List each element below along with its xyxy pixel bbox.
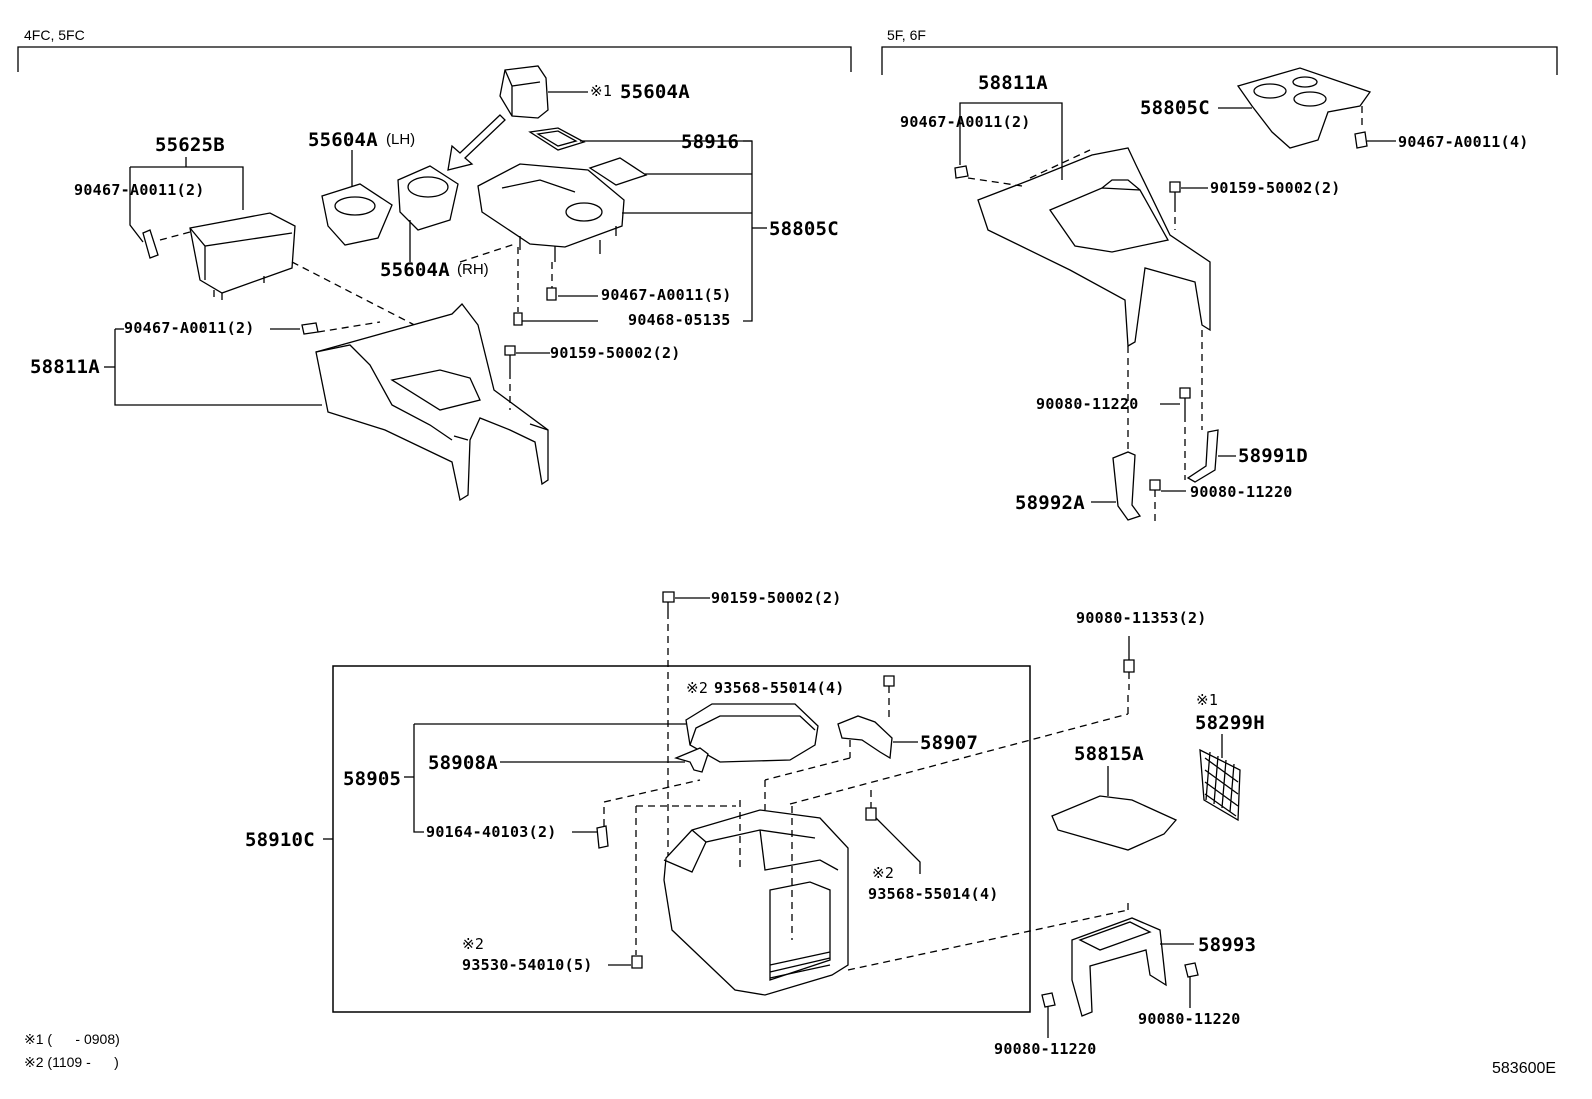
tray-55625B-shape: [190, 213, 295, 300]
group-title-5f-6f: 5F, 6F: [887, 27, 926, 43]
fastener-label-93568-55014-lower: 93568-55014(4): [868, 885, 999, 903]
part-suffix-rh: (RH): [457, 261, 489, 278]
fastener-label-90080-11220-right-lower: 90080-11220: [1138, 1010, 1241, 1028]
fastener-label-90468-05135: 90468-05135: [628, 311, 731, 329]
part-label-58811A-right: 58811A: [978, 72, 1048, 94]
part-label-58993: 58993: [1198, 934, 1257, 956]
mat-58815A-shape: [1052, 796, 1176, 850]
part-label-58910C: 58910C: [245, 829, 315, 851]
part-label-55604A-lh: 55604A: [308, 129, 378, 151]
fastener-label-90467-a0011-5: 90467-A0011(5): [601, 286, 732, 304]
fastener-label-90159-50002-left: 90159-50002(2): [550, 344, 681, 362]
center-console-body-shape: [664, 810, 848, 995]
part-label-58905: 58905: [343, 768, 402, 790]
net-58299H-shape: [1200, 750, 1240, 820]
console-body-left-shape: [316, 304, 548, 500]
fastener-label-90159-50002-right: 90159-50002(2): [1210, 179, 1341, 197]
left-group-bracket: [18, 47, 851, 72]
group-title-4fc-5fc: 4FC, 5FC: [24, 27, 85, 43]
cup-holder-lh-shape: [322, 184, 392, 245]
part-label-58992A: 58992A: [1015, 492, 1085, 514]
bracket-58992A-shape: [1113, 452, 1140, 520]
part-label-58805C-right: 58805C: [1140, 97, 1210, 119]
part-label-58815A: 58815A: [1074, 743, 1144, 765]
fastener-label-90467-a0011-2-left-mid: 90467-A0011(2): [124, 319, 255, 337]
fastener-label-93530-54010-5: 93530-54010(5): [462, 956, 593, 974]
bracket-58993-shape: [1072, 918, 1166, 1016]
diagram-reference-code: 583600E: [1492, 1060, 1557, 1077]
part-label-55604A-rh: 55604A: [380, 259, 450, 281]
fastener-label-90164-40103-2: 90164-40103(2): [426, 823, 557, 841]
note-mark-58299H: ※1: [1196, 691, 1219, 709]
bracket-58907-shape: [838, 716, 892, 758]
fastener-label-90467-a0011-2-left-top: 90467-A0011(2): [74, 181, 205, 199]
part-label-58908A: 58908A: [428, 752, 498, 774]
part-suffix-lh: (LH): [386, 131, 416, 148]
fastener-label-90467-a0011-4: 90467-A0011(4): [1398, 133, 1529, 151]
fastener-label-90467-a0011-2-right: 90467-A0011(2): [900, 113, 1031, 131]
console-top-panel-left-shape: [478, 164, 624, 262]
fastener-label-90080-11353-2: 90080-11353(2): [1076, 609, 1207, 627]
fastener-label-93568-55014-top: 93568-55014(4): [714, 679, 845, 697]
bracket-58991D-shape: [1188, 430, 1218, 482]
hinge-58908A-shape: [676, 748, 708, 772]
fastener-label-90080-11220-bottom: 90080-11220: [994, 1040, 1097, 1058]
part-label-55625B: 55625B: [155, 134, 225, 156]
part-label-58299H: 58299H: [1195, 712, 1265, 734]
small-cup-insert-shape: [500, 66, 548, 118]
cup-holder-rh-shape: [398, 166, 458, 230]
fastener-label-90080-11220-lower: 90080-11220: [1190, 483, 1293, 501]
part-label-58991D: 58991D: [1238, 445, 1308, 467]
fastener-label-90080-11220-upper: 90080-11220: [1036, 395, 1139, 413]
part-label-58805C-left: 58805C: [769, 218, 839, 240]
footnote-1: ※1 ( - 0908): [24, 1031, 120, 1047]
fastener-label-90159-50002-lower: 90159-50002(2): [711, 589, 842, 607]
note-mark-55604A-top: ※1: [590, 82, 613, 100]
note-mark-93568-lower: ※2: [872, 864, 895, 882]
footnote-2: ※2 (1109 - ): [24, 1054, 119, 1070]
part-label-55604A-top: 55604A: [620, 81, 690, 103]
cup-holder-58805C-right-shape: [1238, 68, 1370, 148]
part-label-58907: 58907: [920, 732, 979, 754]
note-mark-93530: ※2: [462, 935, 485, 953]
part-label-58916: 58916: [681, 131, 740, 153]
part-label-58811A-left: 58811A: [30, 356, 100, 378]
arrow-shape: [448, 115, 505, 170]
console-body-right-shape: [978, 148, 1210, 346]
note-mark-93568-top: ※2: [686, 679, 709, 697]
right-group-bracket: [882, 47, 1557, 75]
